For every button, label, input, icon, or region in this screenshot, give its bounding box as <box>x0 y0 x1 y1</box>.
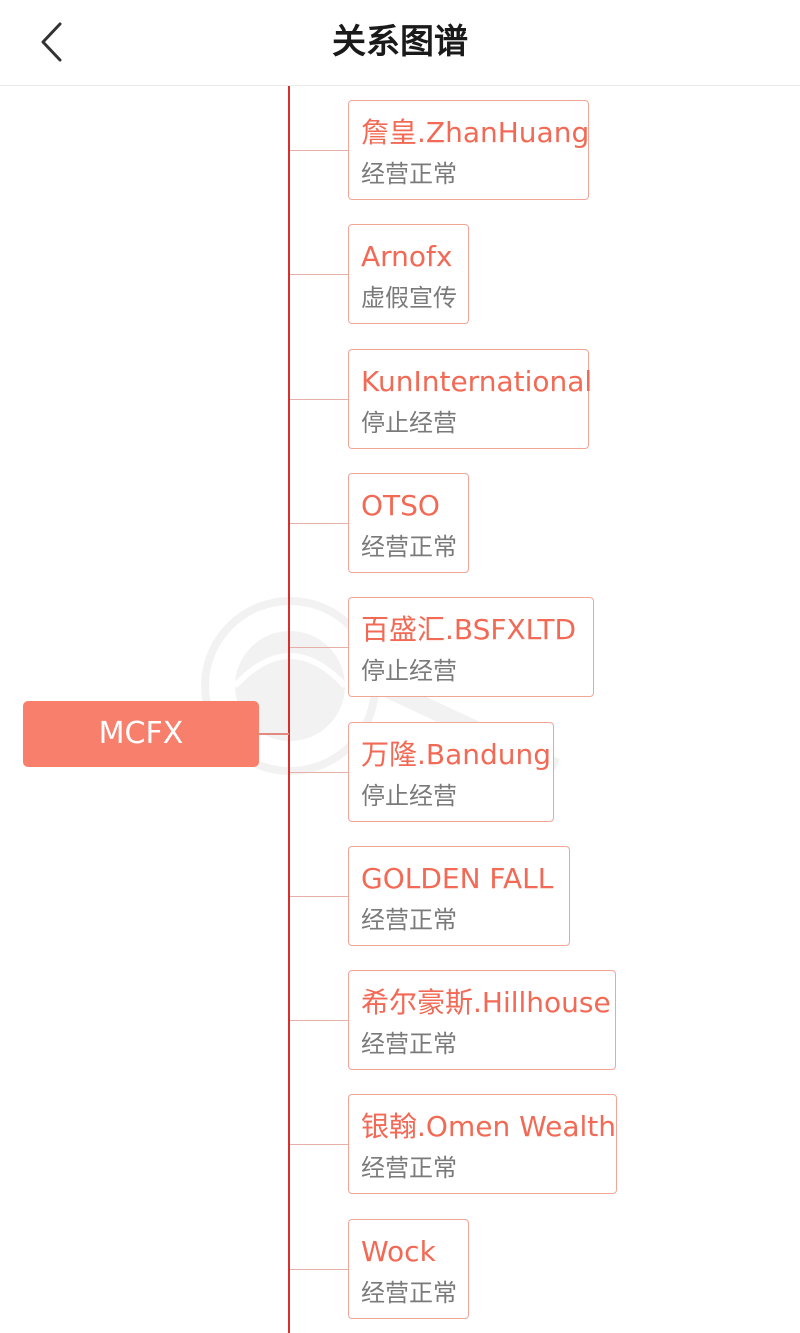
branch-connector-line <box>290 274 348 275</box>
child-node[interactable]: KunInternational 停止经营 <box>348 349 593 449</box>
child-node[interactable]: Wock 经营正常 <box>348 1219 469 1319</box>
child-node[interactable]: Arnofx 虚假宣传 <box>348 224 469 324</box>
branch-connector-line <box>290 150 348 151</box>
child-node-name: GOLDEN FALL <box>361 862 554 895</box>
branch-connector-line <box>290 523 348 524</box>
branch-connector-line <box>290 772 348 773</box>
child-node[interactable]: OTSO 经营正常 <box>348 473 469 573</box>
child-node[interactable]: 万隆.Bandung 停止经营 <box>348 722 554 822</box>
child-node-status: 经营正常 <box>361 1154 457 1182</box>
child-node-status: 虚假宣传 <box>361 284 457 312</box>
branch-connector-line <box>290 896 348 897</box>
child-node-name: 百盛汇.BSFXLTD <box>361 613 577 646</box>
child-node[interactable]: GOLDEN FALL 经营正常 <box>348 846 570 946</box>
child-node-name: 希尔豪斯.Hillhouse <box>361 986 611 1019</box>
branch-connector-line <box>290 1144 348 1145</box>
child-node-name: 詹皇.ZhanHuang <box>361 116 590 149</box>
branch-connector-line <box>290 1020 348 1021</box>
child-node[interactable]: 银翰.Omen Wealth 经营正常 <box>348 1094 617 1194</box>
child-node-status: 停止经营 <box>361 657 457 685</box>
child-node-name: 万隆.Bandung <box>361 738 552 771</box>
child-node-name: KunInternational <box>361 365 593 398</box>
relationship-graph: MCFX 詹皇.ZhanHuang 经营正常 Arnofx 虚假宣传 KunIntern… <box>0 86 800 1333</box>
child-node-name: Arnofx <box>361 240 453 273</box>
child-node-status: 经营正常 <box>361 1279 457 1307</box>
child-node-name: OTSO <box>361 489 440 522</box>
root-node[interactable]: MCFX <box>23 701 259 767</box>
tree-trunk-line <box>288 86 290 1333</box>
child-node-status: 停止经营 <box>361 409 457 437</box>
child-node-status: 经营正常 <box>361 533 457 561</box>
child-node-name: Wock <box>361 1235 436 1268</box>
branch-connector-line <box>290 1269 348 1270</box>
child-node-status: 经营正常 <box>361 906 457 934</box>
child-node[interactable]: 詹皇.ZhanHuang 经营正常 <box>348 100 589 200</box>
back-button[interactable] <box>28 16 78 68</box>
page-title: 关系图谱 <box>332 22 468 62</box>
child-node-status: 经营正常 <box>361 160 457 188</box>
child-node[interactable]: 希尔豪斯.Hillhouse 经营正常 <box>348 970 616 1070</box>
child-node-name: 银翰.Omen Wealth <box>361 1110 617 1143</box>
branch-connector-line <box>290 399 348 400</box>
child-node[interactable]: 百盛汇.BSFXLTD 停止经营 <box>348 597 594 697</box>
child-node-status: 停止经营 <box>361 782 457 810</box>
branch-connector-line <box>290 647 348 648</box>
child-node-status: 经营正常 <box>361 1030 457 1058</box>
chevron-left-icon <box>41 22 62 62</box>
root-connector-line <box>259 733 289 735</box>
app-header: 关系图谱 <box>0 0 800 86</box>
